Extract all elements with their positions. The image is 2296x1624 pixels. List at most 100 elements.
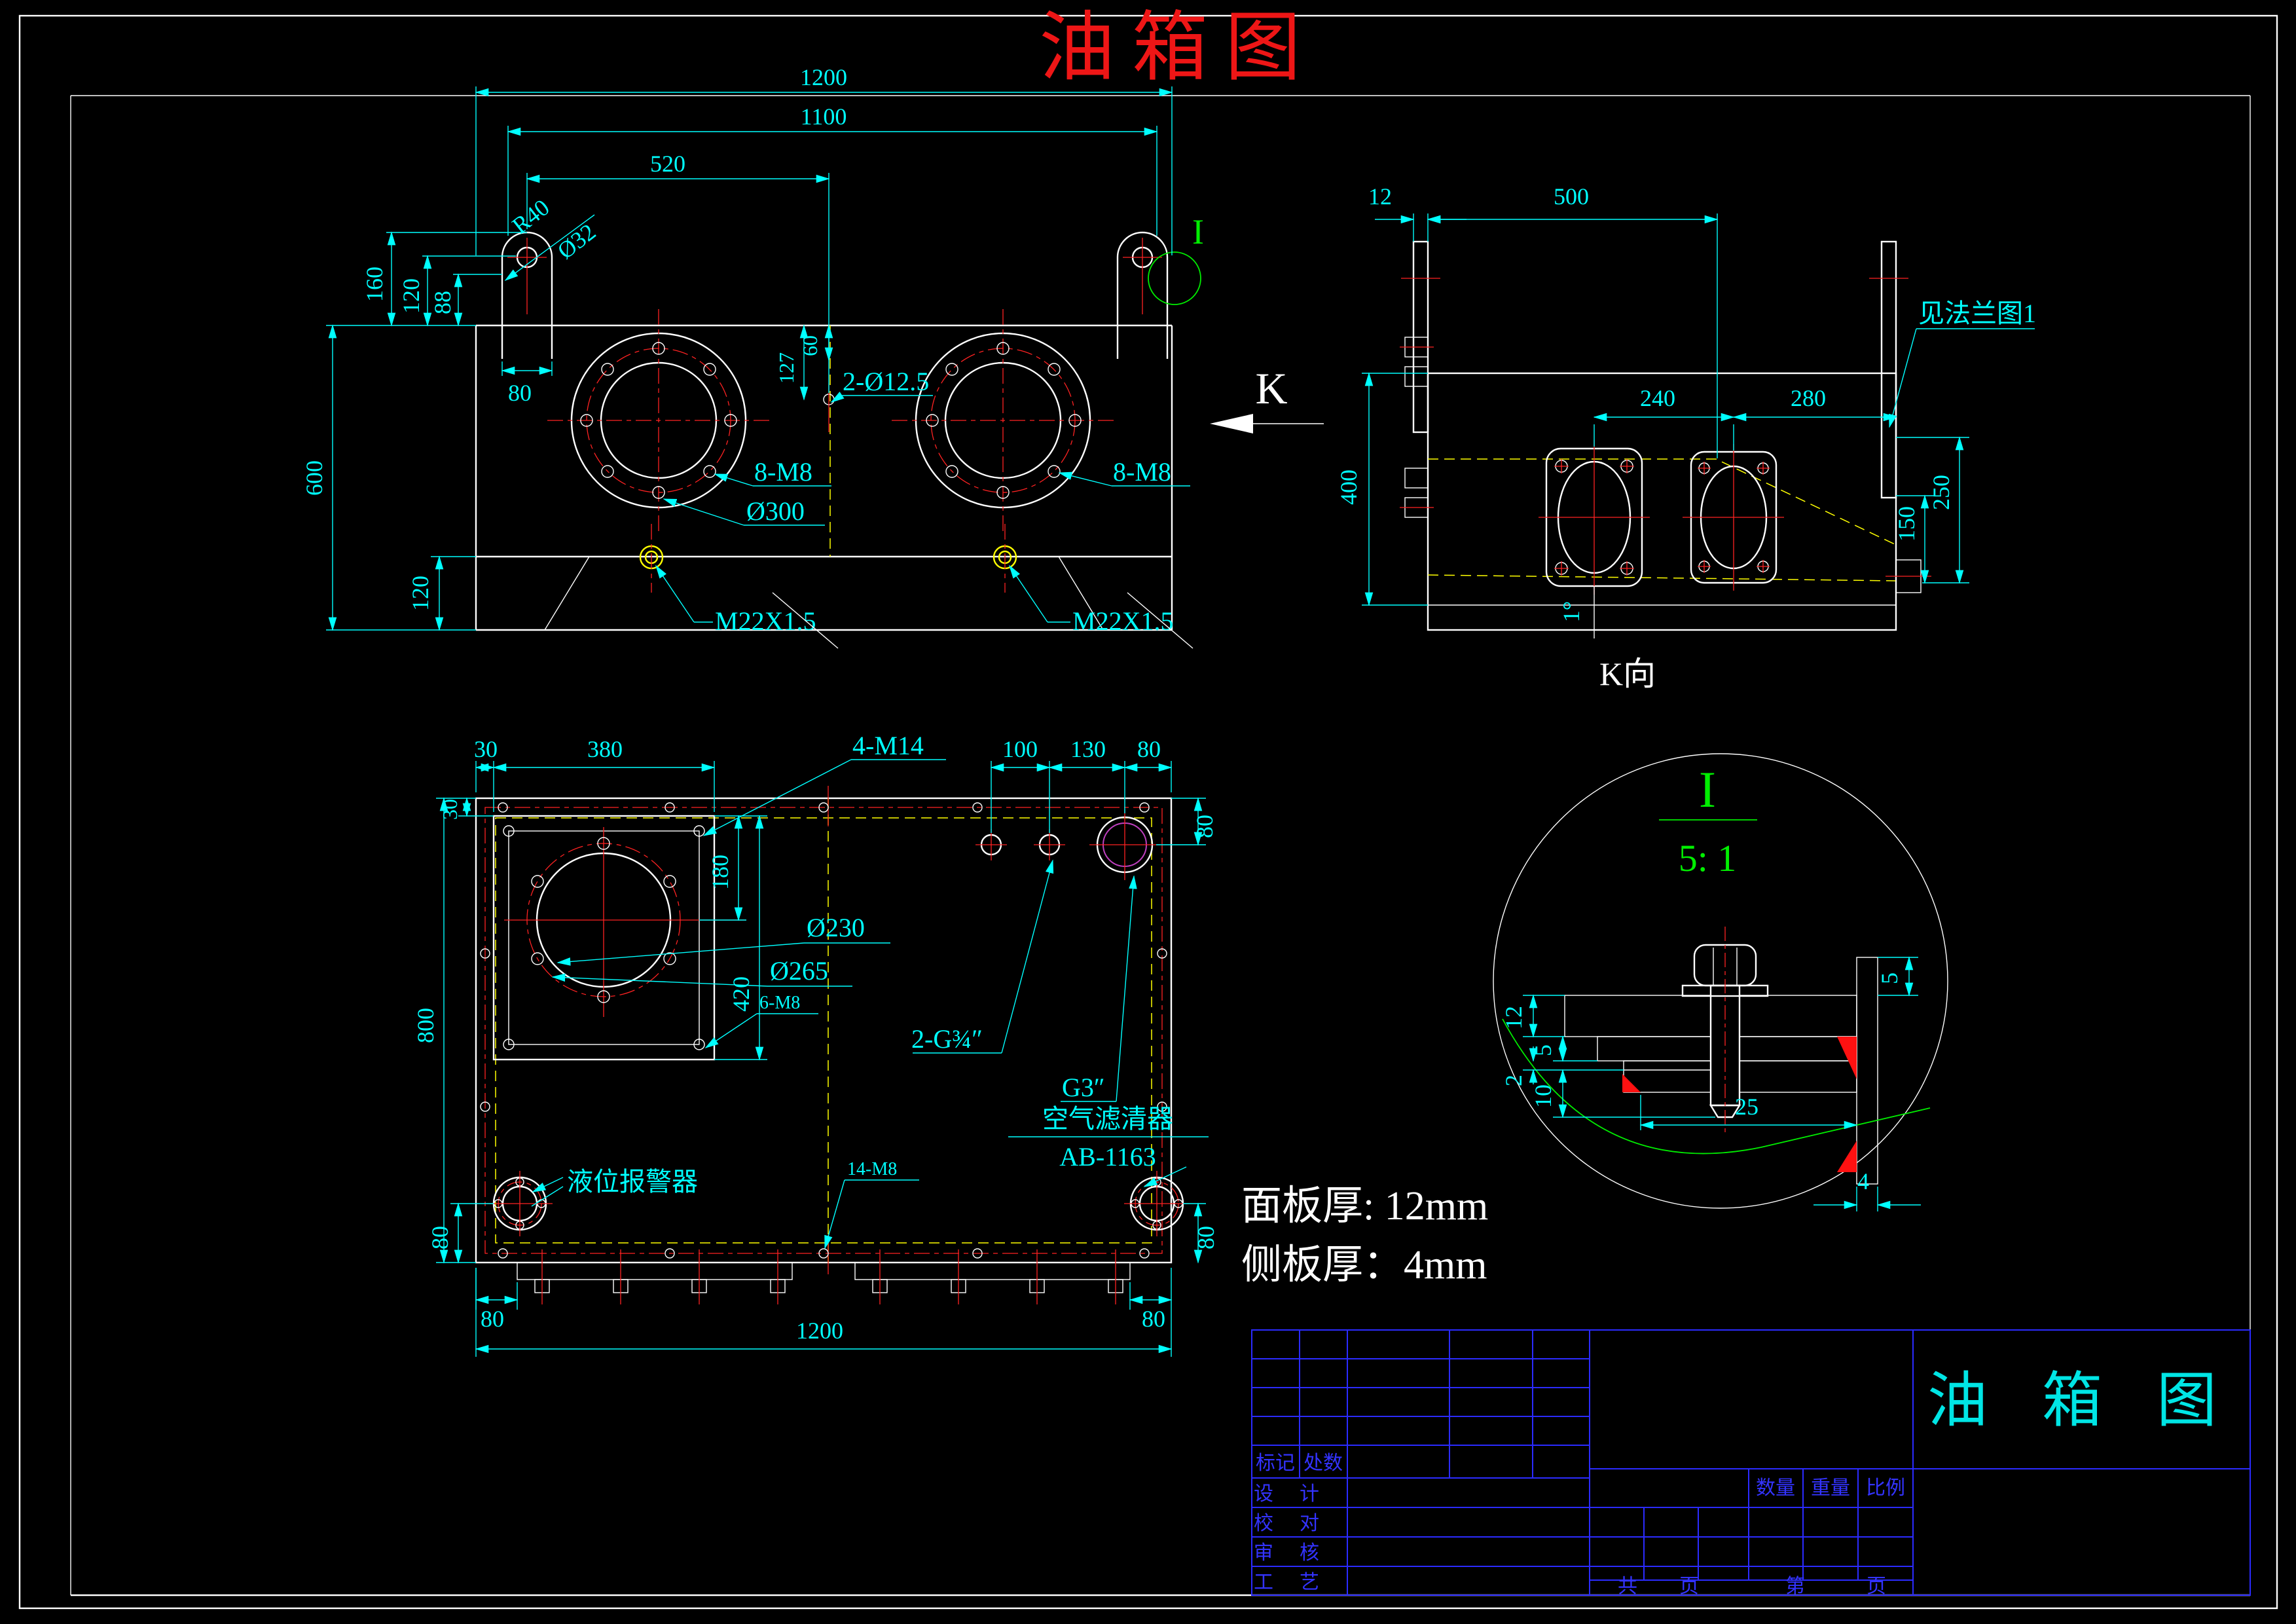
dim-12-detail: 12	[1501, 1006, 1527, 1029]
page-title: 油箱图	[1039, 7, 1318, 90]
tb-total-page: 页	[1679, 1576, 1699, 1597]
detail-section	[1502, 927, 1931, 1185]
tb-no-page: 页	[1867, 1576, 1886, 1597]
detail-dimensions: 5 12 5 2 10 25 4	[1501, 956, 1921, 1211]
k-flange-left	[1539, 440, 1650, 595]
dim-420: 420	[728, 976, 754, 1012]
plan-cleanout-plate	[492, 815, 746, 1061]
k-arrow-label: K	[1255, 363, 1287, 413]
tb-total: 共	[1618, 1576, 1637, 1597]
tb-process: 工艺	[1254, 1572, 1345, 1593]
dim-o32: Ø32	[553, 219, 600, 265]
dim-25: 25	[1735, 1094, 1758, 1120]
dim-80-blh: 80	[481, 1306, 504, 1332]
dim-12: 12	[1368, 183, 1392, 210]
dim-30-left: 30	[438, 799, 462, 820]
front-flange-right	[892, 309, 1114, 532]
title-block: 标记 处数 设计 校对 审核 工艺 数量 重量 比例 共 页 第 页 油 箱 图	[1251, 1329, 2251, 1597]
tb-scale: 比例	[1866, 1477, 1905, 1499]
label-2xo12.5: 2-Ø12.5	[843, 367, 929, 396]
tb-drawing-title: 油 箱 图	[1927, 1367, 2236, 1434]
dim-1200: 1200	[800, 64, 847, 90]
plan-border-bolts	[480, 802, 1167, 1259]
dim-4: 4	[1857, 1168, 1869, 1194]
k-side-bolts	[1400, 337, 1434, 518]
dim-1100: 1100	[801, 103, 847, 130]
plan-right-ports	[975, 809, 1160, 880]
label-air-filter: 空气滤清器	[1042, 1104, 1173, 1134]
dim-80-br: 80	[1193, 1226, 1219, 1249]
dim-400: 400	[1336, 470, 1362, 505]
dim-2-detail: 2	[1501, 1075, 1527, 1086]
dim-100: 100	[1002, 736, 1038, 762]
tb-count: 处数	[1303, 1452, 1343, 1474]
label-4m14: 4-M14	[852, 731, 924, 760]
dim-600: 600	[301, 460, 327, 496]
label-2g34: 2-G¾″	[911, 1024, 983, 1054]
front-tank-body	[475, 324, 1173, 631]
dim-280: 280	[1791, 385, 1826, 411]
tb-check: 校对	[1254, 1513, 1345, 1534]
dim-520: 520	[650, 151, 685, 177]
label-o265: Ø265	[770, 956, 828, 986]
front-lug-right	[1116, 231, 1169, 359]
dim-80-top: 80	[1137, 736, 1161, 762]
note-panel-thickness: 面板厚: 12mm	[1241, 1184, 1488, 1228]
dim-80-brh: 80	[1142, 1306, 1165, 1332]
label-level-alarm: 液位报警器	[567, 1167, 698, 1196]
label-m22-right: M22X1.5	[1072, 606, 1173, 636]
label-6m8: 6-M8	[759, 993, 800, 1013]
k-direction-arrow: K	[1210, 363, 1324, 434]
front-flange-left	[547, 309, 770, 532]
drain-plug-right	[993, 524, 1017, 593]
dim-500: 500	[1554, 183, 1589, 210]
tb-audit: 审核	[1254, 1542, 1345, 1564]
dim-88: 88	[429, 291, 456, 314]
dim-1deg: 1°	[1558, 601, 1584, 622]
label-o230: Ø230	[807, 913, 865, 942]
label-8m8-left: 8-M8	[754, 457, 812, 487]
label-flange-note: 见法兰图1	[1918, 299, 2036, 328]
tb-weight: 重量	[1811, 1477, 1850, 1499]
label-m22-left: M22X1.5	[715, 606, 816, 636]
title-block-labels: 标记 处数 设计 校对 审核 工艺 数量 重量 比例 共 页 第 页 油 箱 图	[1254, 1367, 2236, 1597]
plan-view: 30 380 100 130 80 4-M14 80 30 180 420 80…	[412, 731, 1219, 1357]
dim-150: 150	[1893, 506, 1920, 542]
label-o300: Ø300	[746, 496, 805, 526]
k-view: 12 500 见法兰图1 240 280 400 150 250 1° K K向	[1210, 183, 2036, 692]
label-14m8: 14-M8	[847, 1159, 897, 1179]
label-g3: G3″	[1062, 1073, 1105, 1102]
dim-80-bl: 80	[427, 1226, 453, 1249]
dim-130: 130	[1070, 736, 1106, 762]
front-dimensions: 1200 1100 520 R40 Ø32 160 120 88 80 600 …	[301, 64, 1194, 649]
detail-scale: 5: 1	[1679, 837, 1737, 879]
dim-80-right: 80	[1192, 815, 1218, 838]
dim-120: 120	[398, 278, 424, 314]
note-side-thickness: 侧板厚：4mm	[1241, 1243, 1487, 1287]
dim-10-detail: 10	[1530, 1084, 1556, 1108]
dim-60: 60	[798, 335, 822, 356]
plan-feet	[517, 1249, 1131, 1304]
detail-ref-label: I	[1192, 212, 1204, 251]
k-dimensions: 12 500 见法兰图1 240 280 400 150 250 1°	[1336, 183, 2036, 638]
dim-380: 380	[587, 736, 623, 762]
drain-plug-left	[639, 524, 664, 593]
dim-180: 180	[707, 855, 733, 890]
label-8m8-right: 8-M8	[1113, 457, 1171, 487]
detail-marker: I	[1699, 761, 1716, 818]
k-body	[1400, 240, 1931, 631]
k-view-label: K向	[1599, 655, 1656, 692]
dim-5-detail: 5	[1530, 1044, 1556, 1056]
dim-160: 160	[361, 267, 388, 302]
front-flange-right-bolts	[926, 342, 1082, 499]
plan-outline	[475, 786, 1173, 1274]
label-air-filter-model: AB-1163	[1059, 1142, 1156, 1172]
title-block-grid	[1251, 1329, 2251, 1596]
plan-level-alarm-flange	[487, 1171, 553, 1236]
dim-30: 30	[474, 736, 498, 762]
front-flange-left-bolts	[580, 342, 737, 499]
dim-800: 800	[412, 1008, 439, 1043]
dim-240: 240	[1640, 385, 1675, 411]
